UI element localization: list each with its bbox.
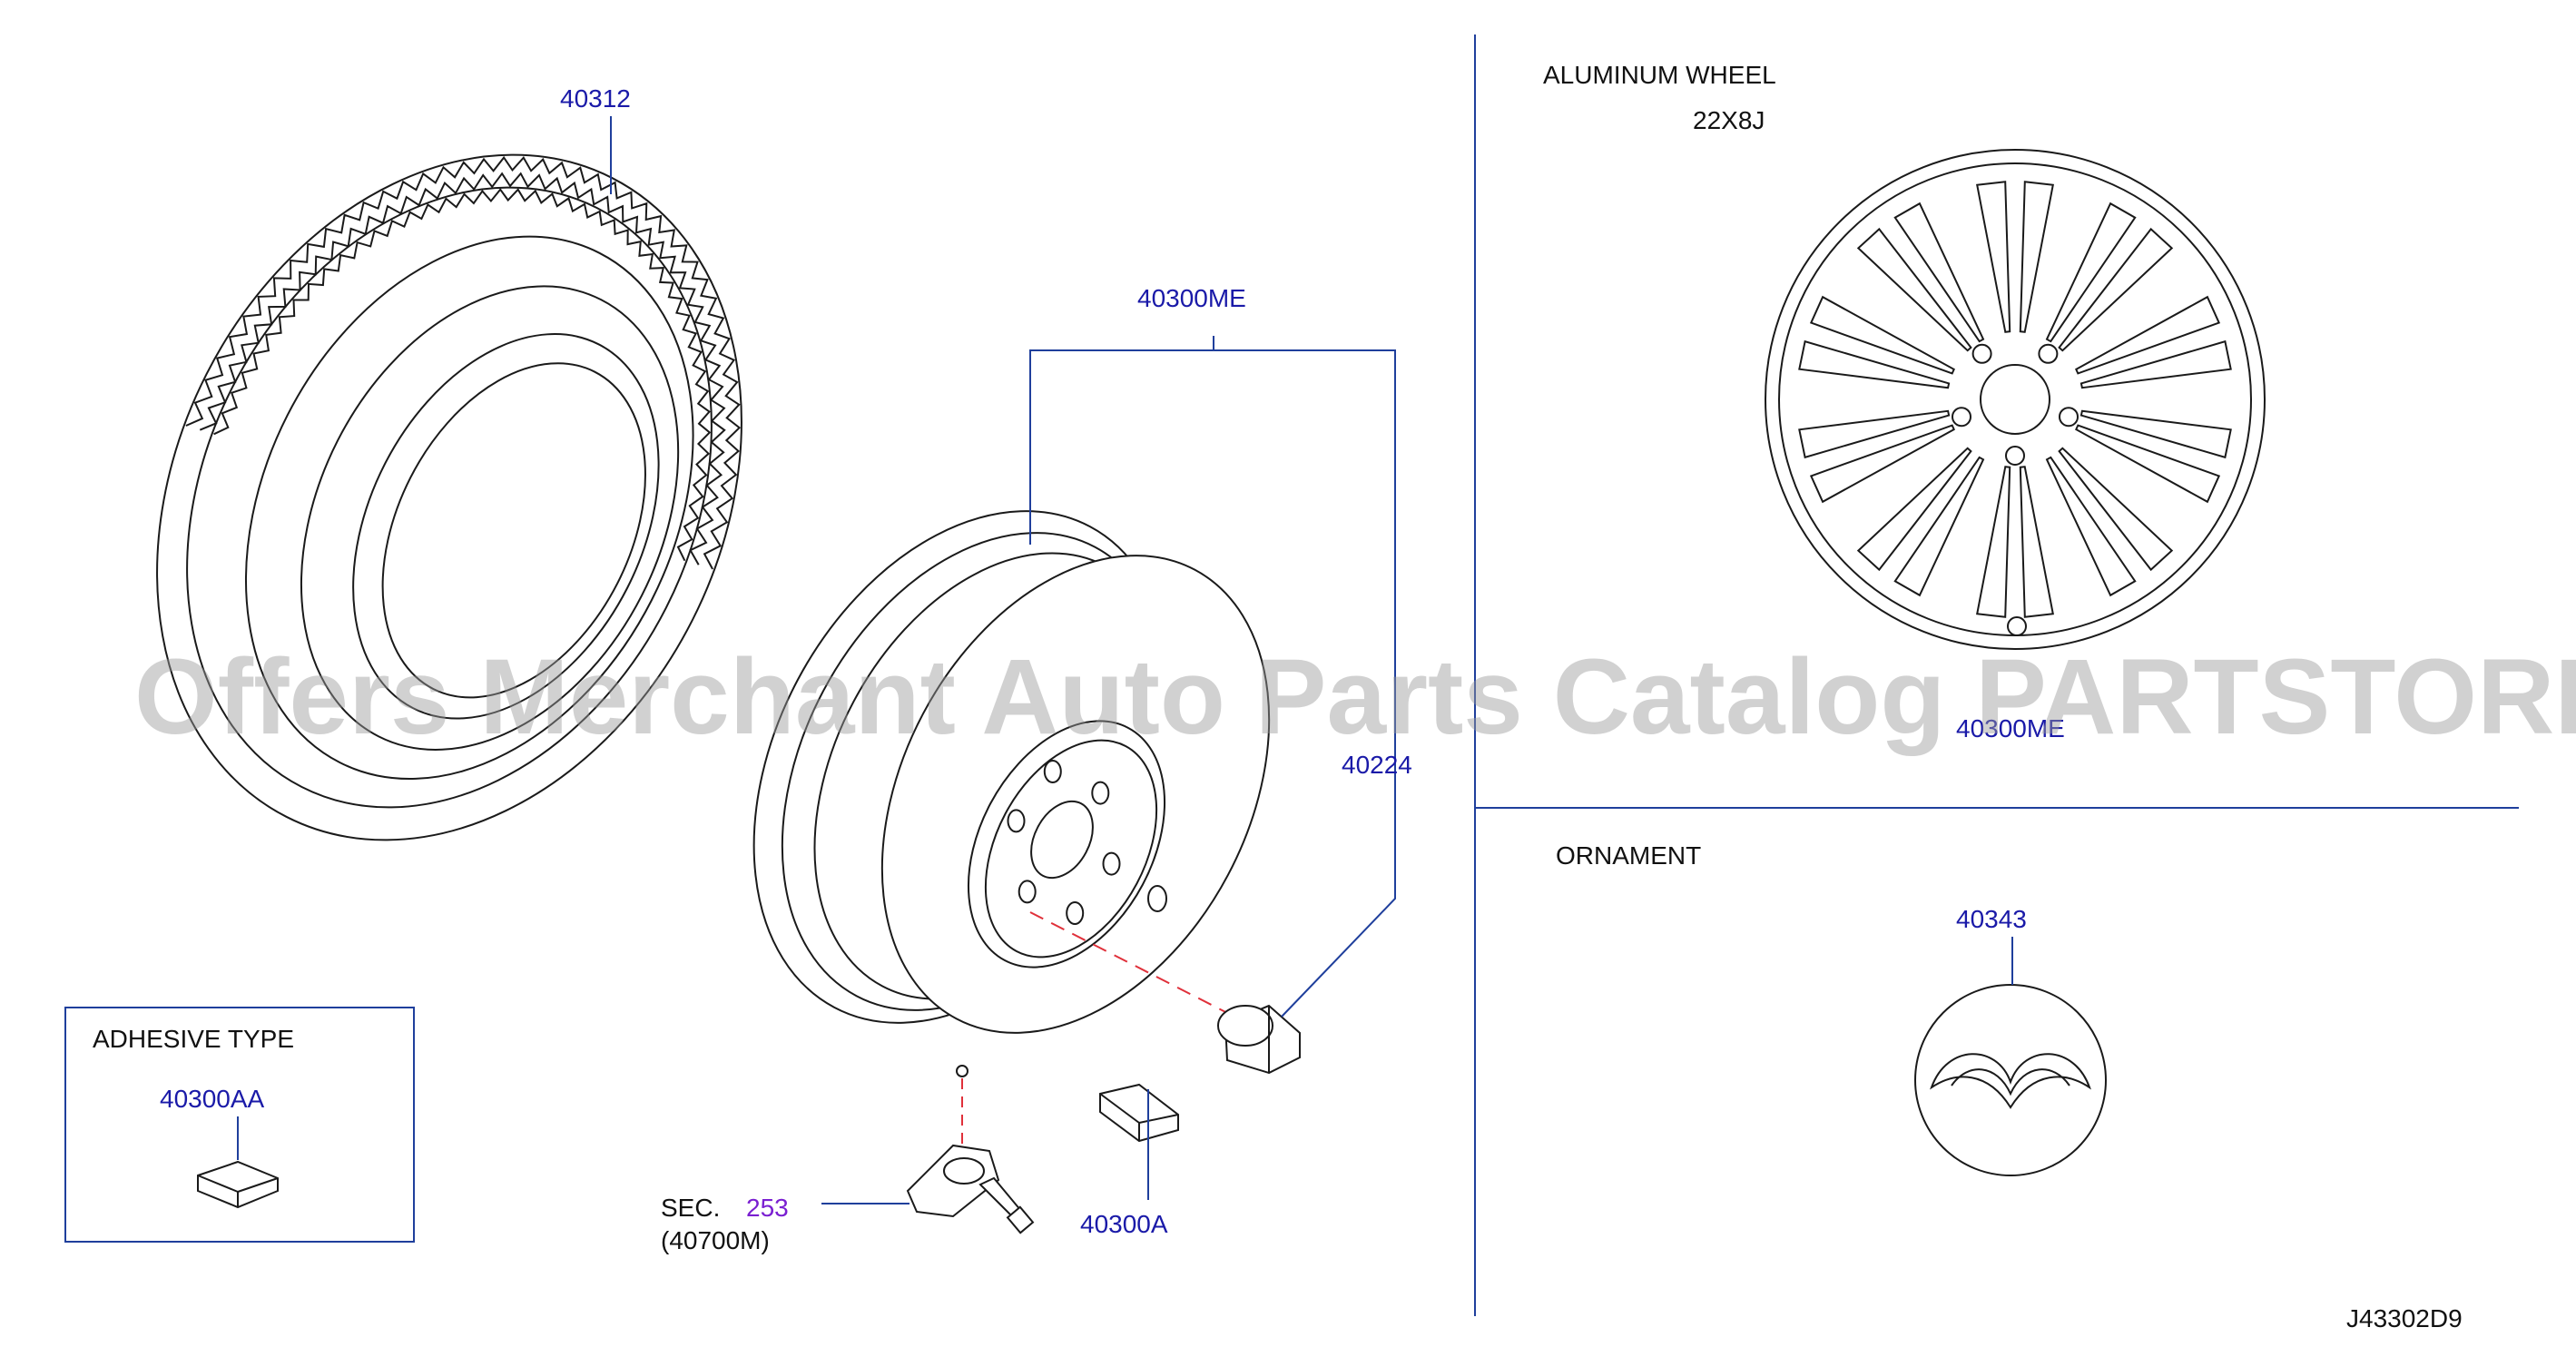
ornament-title: ORNAMENT bbox=[1556, 841, 1701, 870]
ornament-drawing bbox=[1914, 984, 2107, 1176]
label-nut-40224: 40224 bbox=[1342, 751, 1412, 779]
drawing-code: J43302D9 bbox=[2346, 1304, 2463, 1332]
label-wheel-40300ME: 40300ME bbox=[1137, 284, 1246, 312]
watermark-text: Offers Merchant Auto Parts Catalog PARTS… bbox=[134, 637, 2576, 757]
lug-nut-drawing bbox=[1217, 1004, 1301, 1075]
adhesive-type-box bbox=[64, 1007, 415, 1243]
label-tire-40312: 40312 bbox=[560, 84, 631, 113]
label-sec-253: 253 bbox=[746, 1194, 789, 1222]
tpms-sensor-drawing bbox=[906, 1144, 1035, 1234]
tire-drawing bbox=[156, 153, 742, 841]
label-weight-40300A: 40300A bbox=[1080, 1210, 1168, 1238]
label-sec: SEC. bbox=[661, 1194, 720, 1222]
label-aluminum-40300ME: 40300ME bbox=[1956, 714, 2065, 742]
label-ornament-40343: 40343 bbox=[1956, 905, 2027, 933]
section-dividers bbox=[1474, 34, 2519, 1316]
aluminum-wheel-size: 22X8J bbox=[1693, 106, 1765, 134]
leader-lines bbox=[237, 116, 2013, 1204]
aluminum-wheel-drawing bbox=[1765, 149, 2266, 650]
aluminum-wheel-title: ALUMINUM WHEEL bbox=[1543, 61, 1776, 89]
label-adhesive-40300AA: 40300AA bbox=[160, 1085, 265, 1113]
part-labels: 40312 40300ME 40224 40300A SEC. 253 (407… bbox=[93, 61, 2463, 1332]
balance-weight-drawing bbox=[1099, 1083, 1179, 1143]
adhesive-type-title: ADHESIVE TYPE bbox=[93, 1025, 294, 1053]
assembly-axis-lines bbox=[961, 911, 1235, 1148]
steel-wheel-drawing bbox=[752, 510, 1271, 1077]
label-sensor-40700M: (40700M) bbox=[661, 1226, 770, 1254]
